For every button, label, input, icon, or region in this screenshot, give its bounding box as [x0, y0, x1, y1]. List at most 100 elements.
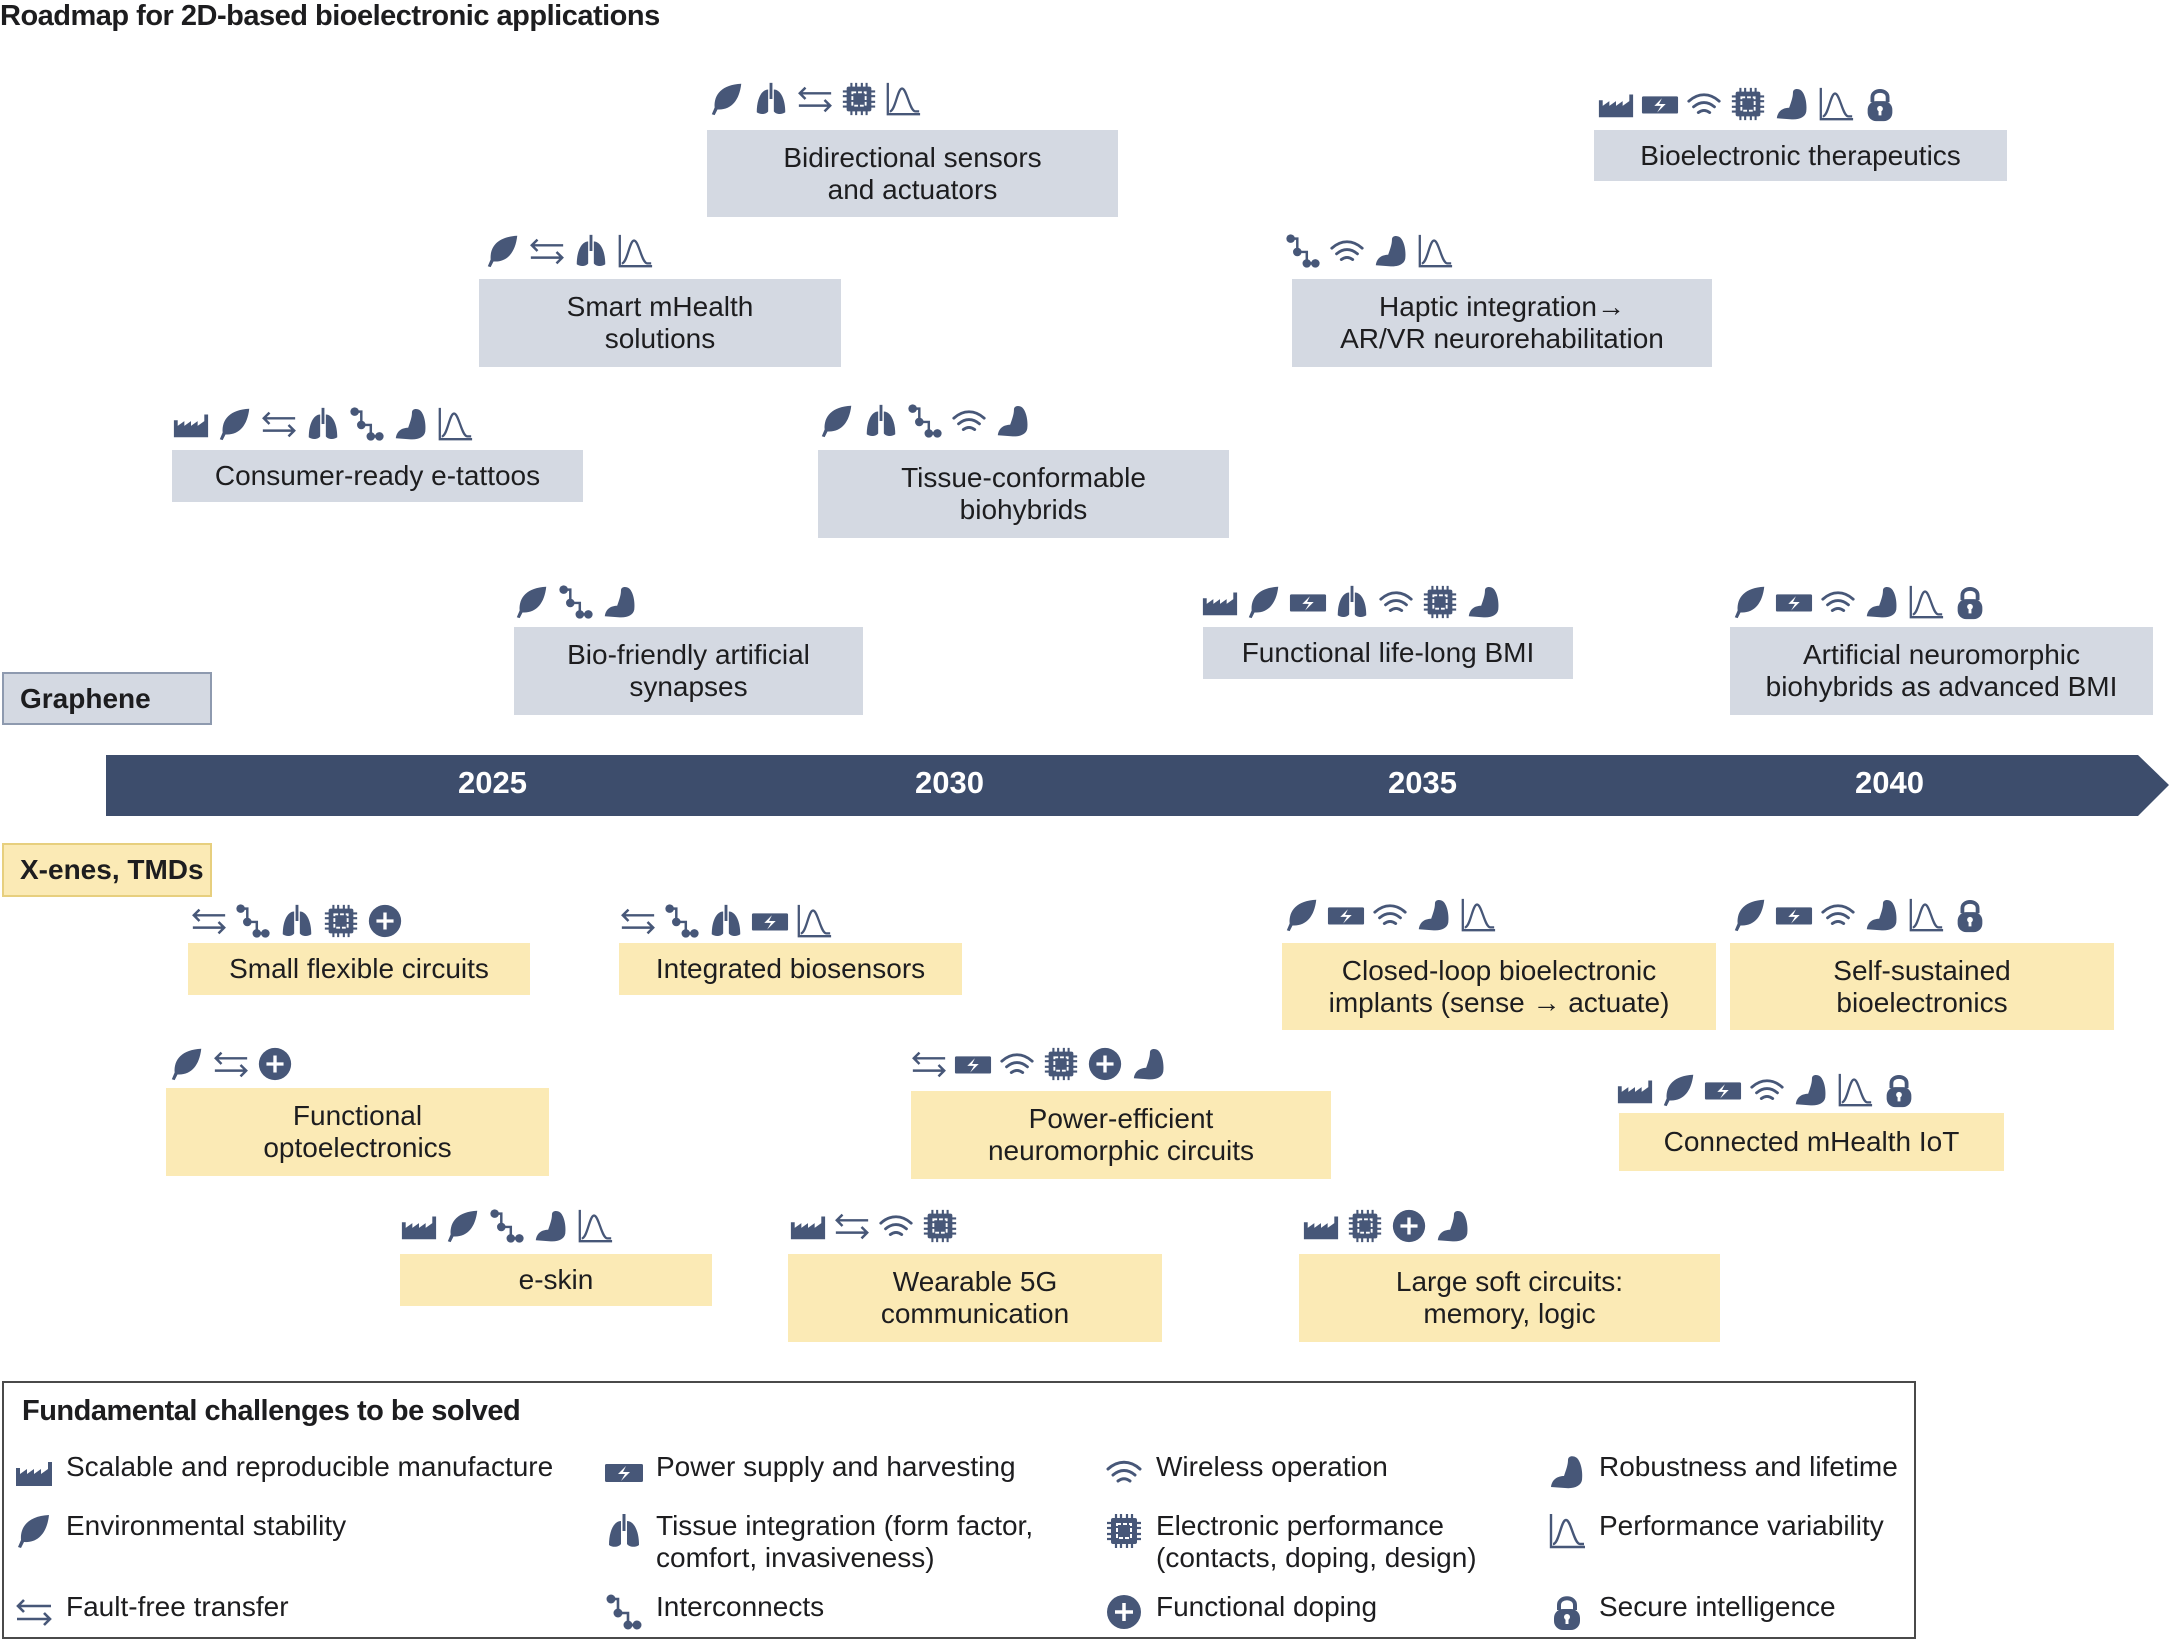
battery-icon: [751, 901, 789, 941]
transfer-icon: [796, 79, 834, 119]
legend-item-security: Secure intelligence: [1547, 1591, 1836, 1640]
chip-icon: [322, 901, 360, 941]
graphene-app-4: Consumer-ready e-tattoos: [172, 450, 583, 502]
leaf-icon: [168, 1044, 206, 1084]
wifi-icon: [1371, 895, 1409, 935]
xenes-app-7-icons: [400, 1202, 614, 1246]
year-2035: 2035: [1388, 765, 1457, 800]
interconnect-icon: [234, 901, 272, 941]
figure-title: Roadmap for 2D-based bioelectronic appli…: [0, 0, 660, 32]
transfer-icon: [260, 404, 298, 444]
chip-icon: [1104, 1510, 1144, 1559]
leaf-icon: [1283, 895, 1321, 935]
legend-label: Robustness and lifetime: [1599, 1451, 1898, 1482]
legend-item-tissue: Tissue integration (form factor,comfort,…: [604, 1510, 1033, 1574]
factory-icon: [1302, 1206, 1340, 1246]
legend-item-doping: Functional doping: [1104, 1591, 1377, 1640]
legend-label: Power supply and harvesting: [656, 1451, 1016, 1482]
xenes-app-2-icons: [1283, 891, 1497, 935]
legend-item-electronic: Electronic performance(contacts, doping,…: [1104, 1510, 1477, 1574]
graphene-app-2-icons: [484, 227, 654, 271]
xenes-app-5-icons: [910, 1040, 1168, 1084]
curve-icon: [795, 901, 833, 941]
lung-icon: [1333, 582, 1371, 622]
transfer-icon: [190, 901, 228, 941]
lock-icon: [1880, 1070, 1918, 1110]
legend-label: Wireless operation: [1156, 1451, 1388, 1482]
factory-icon: [1597, 84, 1635, 124]
wifi-icon: [1685, 84, 1723, 124]
wifi-icon: [1104, 1451, 1144, 1500]
legend-item-transfer: Fault-free transfer: [14, 1591, 289, 1640]
wifi-icon: [1819, 895, 1857, 935]
chip-icon: [840, 79, 878, 119]
factory-icon: [172, 404, 210, 444]
leaf-icon: [818, 401, 856, 441]
curve-icon: [616, 231, 654, 271]
factory-icon: [789, 1206, 827, 1246]
wifi-icon: [1819, 582, 1857, 622]
arm-icon: [1863, 582, 1901, 622]
legend-label: Environmental stability: [66, 1510, 347, 1541]
curve-icon: [436, 404, 474, 444]
legend-label: Performance variability: [1599, 1510, 1884, 1541]
leaf-icon: [444, 1206, 482, 1246]
arm-icon: [1130, 1044, 1168, 1084]
graphene-app-1: Bioelectronic therapeutics: [1594, 130, 2007, 181]
battery-icon: [1775, 582, 1813, 622]
legend-label: Secure intelligence: [1599, 1591, 1836, 1622]
xenes-app-3-icons: [1731, 891, 1989, 935]
curve-icon: [1817, 84, 1855, 124]
chip-icon: [921, 1206, 959, 1246]
transfer-icon: [619, 901, 657, 941]
battery-icon: [1775, 895, 1813, 935]
transfer-icon: [833, 1206, 871, 1246]
legend-label: Interconnects: [656, 1591, 825, 1622]
leaf-icon: [1731, 895, 1769, 935]
arm-icon: [601, 582, 639, 622]
battery-icon: [1327, 895, 1365, 935]
leaf-icon: [14, 1510, 54, 1559]
legend-label: Fault-free transfer: [66, 1591, 289, 1622]
lock-icon: [1951, 895, 1989, 935]
arm-icon: [1792, 1070, 1830, 1110]
plus-icon: [256, 1044, 294, 1084]
leaf-icon: [216, 404, 254, 444]
lung-icon: [278, 901, 316, 941]
leaf-icon: [708, 79, 746, 119]
graphene-app-0-icons: [708, 75, 922, 119]
xenes-app-0: Small flexible circuits: [188, 943, 530, 995]
curve-icon: [884, 79, 922, 119]
xenes-app-6-icons: [1616, 1066, 1918, 1110]
legend-label: Tissue integration (form factor,comfort,…: [656, 1510, 1034, 1573]
lung-icon: [572, 231, 610, 271]
legend-item-interconnects: Interconnects: [604, 1591, 824, 1640]
graphene-app-5-icons: [818, 397, 1032, 441]
legend-item-manufacture: Scalable and reproducible manufacture: [14, 1451, 553, 1500]
chip-icon: [1421, 582, 1459, 622]
transfer-icon: [910, 1044, 948, 1084]
arm-icon: [532, 1206, 570, 1246]
xenes-app-9: Large soft circuits:memory, logic: [1299, 1254, 1720, 1342]
legend-label: Scalable and reproducible manufacture: [66, 1451, 554, 1482]
lung-icon: [304, 404, 342, 444]
curve-icon: [576, 1206, 614, 1246]
leaf-icon: [513, 582, 551, 622]
transfer-icon: [14, 1591, 54, 1640]
interconnect-icon: [663, 901, 701, 941]
chip-icon: [1042, 1044, 1080, 1084]
xenes-app-6: Connected mHealth IoT: [1619, 1113, 2004, 1171]
leaf-icon: [1660, 1070, 1698, 1110]
leaf-icon: [1731, 582, 1769, 622]
lock-icon: [1547, 1591, 1587, 1640]
legend-box: Fundamental challenges to be solved Scal…: [2, 1381, 1916, 1639]
graphene-label: Graphene: [2, 672, 212, 725]
factory-icon: [14, 1451, 54, 1500]
xenes-app-0-icons: [190, 897, 404, 941]
lung-icon: [862, 401, 900, 441]
transfer-icon: [528, 231, 566, 271]
arm-icon: [1863, 895, 1901, 935]
arm-icon: [1773, 84, 1811, 124]
